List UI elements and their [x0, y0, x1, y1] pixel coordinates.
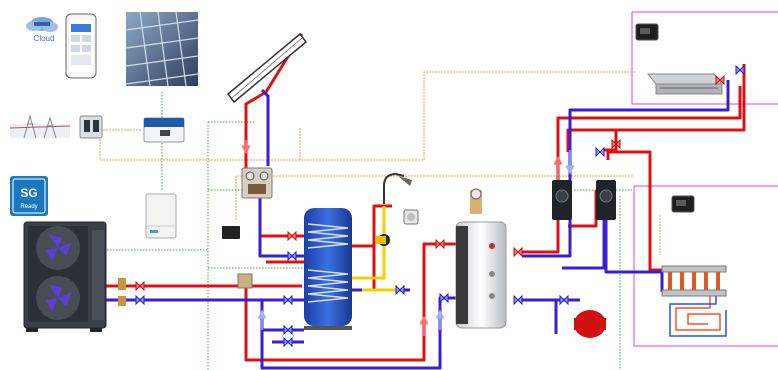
safety-group-icon [470, 188, 482, 214]
heat-pump-icon [23, 221, 107, 332]
floor-hot-supply [606, 150, 662, 272]
safety-valve-icon [118, 278, 126, 290]
valve-icon [283, 324, 293, 336]
fan-coil-return-loop [522, 80, 730, 258]
buffer-tank-icon [304, 208, 352, 330]
fan-coil-control-wire [423, 71, 636, 160]
pump-return-link [562, 206, 606, 270]
pump-group-icon [552, 180, 616, 220]
mixing-hot [604, 130, 618, 152]
sensor-wiring [104, 92, 632, 370]
main-control-wire [99, 130, 424, 161]
valve-icon [513, 294, 523, 306]
three-way-valve-icon [237, 273, 253, 289]
sg-ready-icon: SG Ready [10, 176, 48, 216]
valve-icon [595, 146, 605, 158]
fan-coil-hot-loop [522, 86, 742, 254]
sg-ready-subtitle: Ready [20, 204, 37, 210]
hot-pipes [104, 33, 746, 362]
solar-thermal-collector-icon [226, 32, 308, 104]
floor-zone-border [633, 186, 778, 347]
sg-ready-title: SG [20, 186, 37, 200]
cloud-icon: Cloud [26, 17, 58, 43]
valves [135, 64, 745, 348]
controller-wire [235, 175, 424, 220]
floor-heating-loop-icon [669, 296, 727, 337]
valve-icon [287, 230, 297, 242]
valve-icon [439, 292, 449, 304]
valve-icon [513, 246, 523, 258]
circuit-breaker-icon [79, 115, 103, 139]
shower-head-icon [383, 172, 412, 204]
solar-panel-icon [125, 11, 199, 87]
valve-icon [735, 64, 745, 76]
cloud-label: Cloud [34, 34, 55, 43]
power-grid-icon [9, 114, 71, 139]
collector-cold-pipe [260, 88, 270, 166]
valve-icon [135, 280, 145, 292]
valve-icon [135, 294, 145, 306]
fill-valve-icon [118, 296, 126, 306]
pump-hot-link [568, 190, 598, 228]
dhw-mixer-icon [376, 234, 390, 246]
smartphone-app-icon[interactable] [65, 13, 97, 79]
fan-coil-icon [646, 73, 724, 95]
manifold-icon [661, 265, 727, 297]
solar-return-to-tank [258, 196, 304, 258]
inverter-icon [143, 117, 185, 143]
valve-icon [715, 74, 725, 86]
valve-icon [283, 336, 293, 348]
valve-icon [559, 294, 569, 306]
thermostat-icon [403, 209, 419, 225]
valve-icon [611, 138, 621, 150]
valve-icon [283, 294, 293, 306]
pump-group-icon [241, 167, 273, 199]
fittings [118, 273, 253, 306]
flow-arrows [241, 140, 575, 336]
valve-icon [435, 238, 445, 250]
thermostat-icon [671, 195, 695, 213]
expansion-vessel-icon [574, 310, 606, 338]
dhw-yellow-pipe [352, 206, 386, 280]
valve-icon [287, 250, 297, 262]
dhw-pipes [352, 206, 400, 292]
floor-return [604, 196, 664, 292]
thermostat-icon [635, 23, 659, 41]
valve-icon [395, 284, 405, 296]
controller-screen-icon [222, 226, 240, 239]
battery-storage-icon [145, 193, 177, 239]
dhw-cylinder-icon [455, 221, 507, 329]
control-wiring [99, 71, 661, 255]
fan-coil-hot-supply [566, 64, 746, 152]
solar-hot-to-tank [258, 196, 304, 238]
